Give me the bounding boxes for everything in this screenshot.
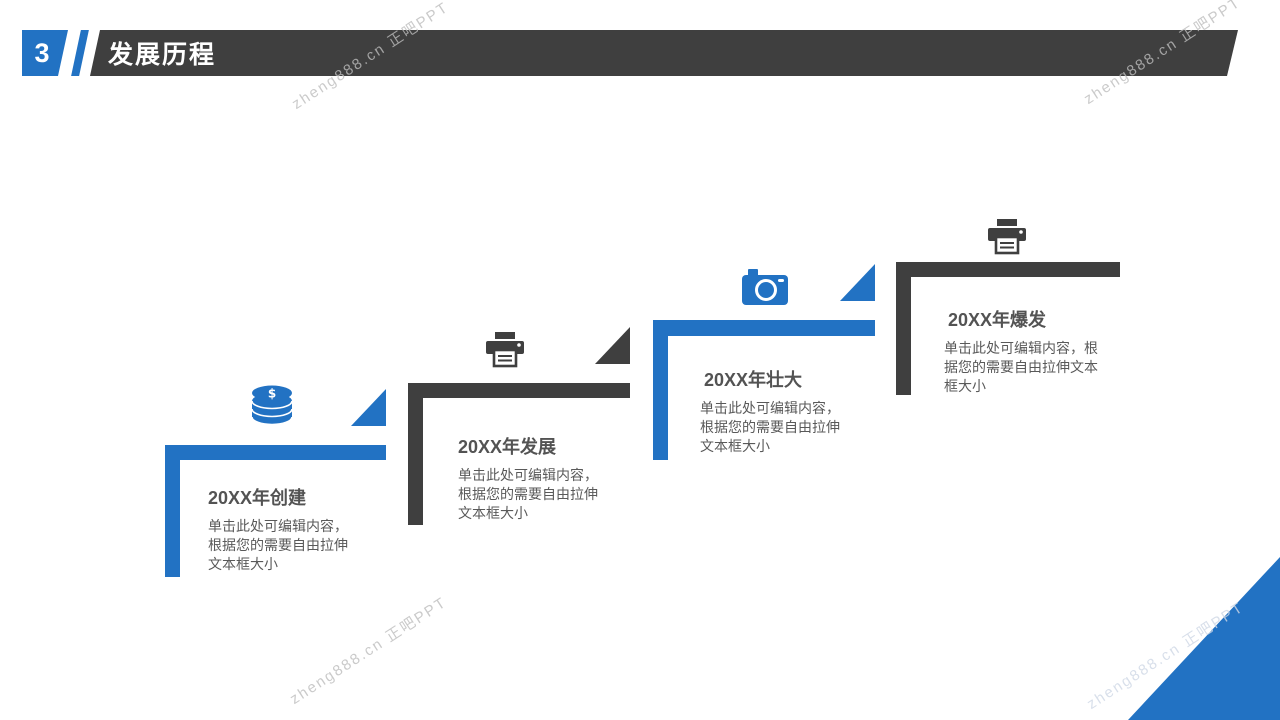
printer-icon [986,219,1028,255]
section-number: 3 [34,37,50,68]
step-bracket-vertical [408,383,423,525]
step-bracket-horizontal [653,320,875,336]
step-title[interactable]: 20XX年发展 [458,437,557,457]
step-bracket-vertical [165,445,180,577]
step-body-placeholder[interactable]: 单击此处可编辑内容，根据您的需要自由拉伸文本框大小 [208,518,348,572]
coins-icon: $ [249,383,295,427]
step-bracket-vertical [653,320,668,460]
corner-triangle-icon [595,327,630,364]
slide-title: 发展历程 [108,41,217,69]
section-number-box: 3 [22,30,68,76]
watermark: zheng888.cn 正吧PPT [287,593,451,708]
step-title[interactable]: 20XX年爆发 [948,310,1047,330]
step-title[interactable]: 20XX年创建 [208,488,307,508]
step-body-placeholder[interactable]: 单击此处可编辑内容，根据您的需要自由拉伸文本框大小 [944,340,1098,394]
step-bracket-horizontal [165,445,386,460]
step-bracket-vertical [896,262,911,395]
printer-icon [484,332,526,368]
header-accent-stripe [71,30,89,76]
header-bar: 发展历程 [90,30,1238,76]
step-bracket-horizontal [408,383,630,398]
step-bracket-horizontal [896,262,1120,277]
corner-triangle-icon [840,264,875,301]
slide-header: 3 发展历程 [0,30,1240,76]
corner-accent-triangle [1128,557,1280,720]
step-body-placeholder[interactable]: 单击此处可编辑内容，根据您的需要自由拉伸文本框大小 [458,467,598,521]
camera-icon [742,268,788,306]
svg-text:$: $ [268,387,276,401]
step-title[interactable]: 20XX年壮大 [704,370,803,390]
step-body-placeholder[interactable]: 单击此处可编辑内容，根据您的需要自由拉伸文本框大小 [700,400,840,454]
corner-triangle-icon [351,389,386,426]
